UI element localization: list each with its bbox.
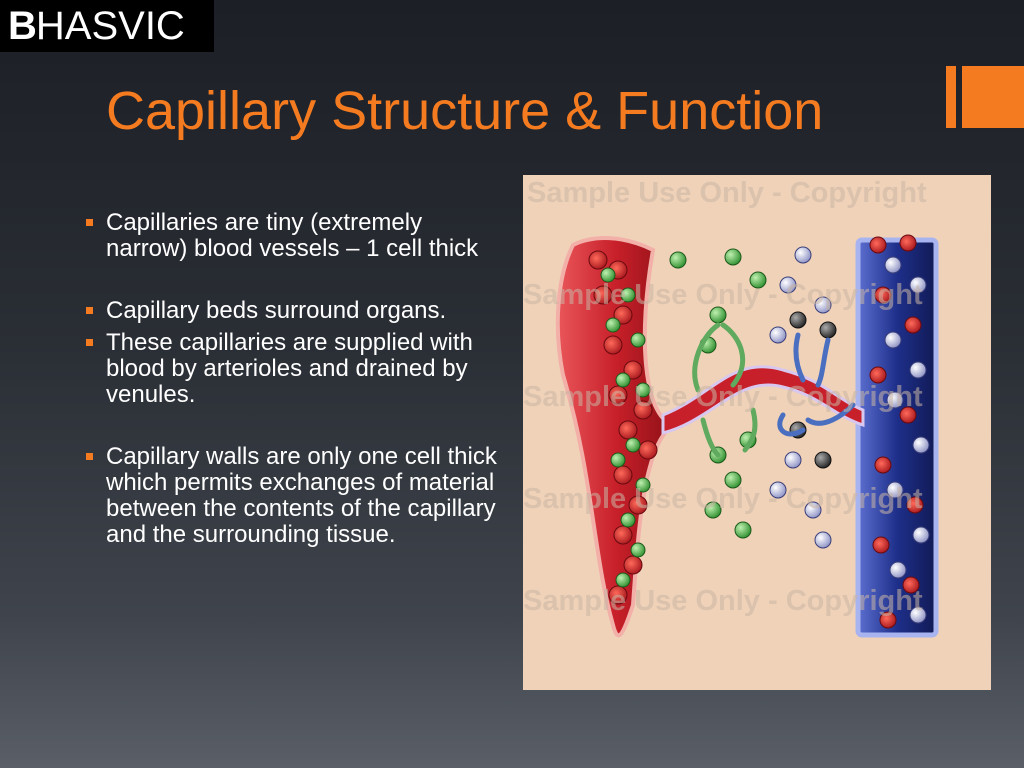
bullet-list: Capillaries are tiny (extremely narrow) … xyxy=(86,210,506,548)
exchange-arrows-waste xyxy=(777,332,856,437)
slide-title: Capillary Structure & Function xyxy=(106,81,824,141)
bullet-item: Capillary walls are only one cell thick … xyxy=(86,444,506,548)
watermark-text: Sample Use Only - Copyright xyxy=(527,177,927,209)
exchange-arrows-oxygen xyxy=(692,322,758,458)
red-blood-cells-artery xyxy=(588,250,658,605)
oxygen-cells-artery xyxy=(600,267,651,588)
bhasvic-logo: BHASVIC xyxy=(0,0,214,52)
watermark-text: Sample Use Only - Copyright xyxy=(523,585,923,617)
logo-bold-letter: B xyxy=(8,4,37,48)
watermark-text: Sample Use Only - Copyright xyxy=(523,381,923,413)
bullet-item: Capillaries are tiny (extremely narrow) … xyxy=(86,210,506,262)
bullet-item: These capillaries are supplied with bloo… xyxy=(86,330,506,408)
red-blood-cells-vein xyxy=(869,234,924,629)
watermark-text: Sample Use Only - Copyright xyxy=(523,279,923,311)
accent-bar-thin xyxy=(946,66,956,128)
waste-cells-dark xyxy=(789,311,837,469)
bullet-item: Capillary beds surround organs. xyxy=(86,298,506,324)
capillary-diagram: Sample Use Only - Copyright Sample Use O… xyxy=(523,175,991,690)
waste-cells-tissue xyxy=(769,246,832,549)
watermark-text: Sample Use Only - Copyright xyxy=(523,483,923,515)
logo-wordmark: BHASVIC xyxy=(8,6,185,46)
waste-cells-vein xyxy=(884,256,930,624)
logo-rest: HASVIC xyxy=(35,4,185,48)
capillary-illustration xyxy=(555,234,939,638)
accent-bar-block xyxy=(962,66,1024,128)
